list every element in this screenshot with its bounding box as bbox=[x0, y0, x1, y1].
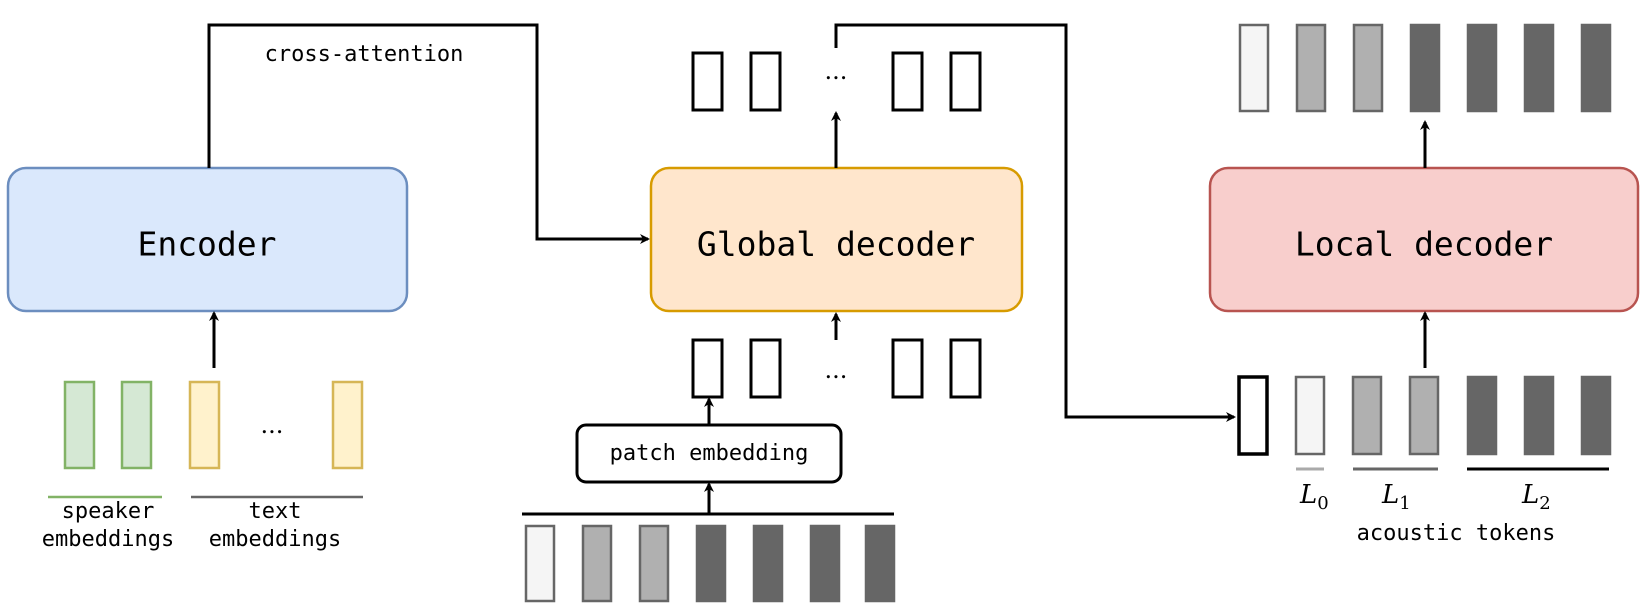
patch-embedding-label: patch embedding bbox=[610, 441, 809, 466]
L1-label: L1 bbox=[1381, 480, 1411, 514]
local-input-token-light bbox=[1294, 375, 1326, 456]
L2-label: L2 bbox=[1521, 480, 1551, 514]
global-decoder-label: Global decoder bbox=[697, 225, 975, 264]
global-input-ellipsis: ... bbox=[825, 356, 848, 384]
L0-label: L0 bbox=[1299, 480, 1329, 514]
global-input-patch bbox=[949, 338, 982, 399]
local-output-token-dark bbox=[1466, 23, 1498, 113]
speaker-embeddings-label-line2: embeddings bbox=[42, 527, 174, 552]
local-decoder-label: Local decoder bbox=[1295, 225, 1553, 264]
local-output-token-mid bbox=[1352, 23, 1384, 113]
local-input-patch-token bbox=[1237, 375, 1269, 456]
speaker-embeddings-label-line1: speaker bbox=[62, 499, 155, 524]
local-input-token-dark bbox=[1466, 375, 1498, 456]
text-embedding-token bbox=[331, 380, 364, 470]
acoustic-token-mid bbox=[638, 524, 670, 603]
acoustic-token-dark bbox=[864, 524, 896, 603]
local-output-token-light bbox=[1238, 23, 1270, 113]
text-embeddings-label-line2: embeddings bbox=[209, 527, 341, 552]
global-input-patch bbox=[691, 338, 724, 399]
local-input-token-dark bbox=[1580, 375, 1612, 456]
speaker-embedding-token bbox=[63, 380, 96, 470]
local-input-token-dark bbox=[1523, 375, 1555, 456]
acoustic-tokens-label: acoustic tokens bbox=[1357, 521, 1556, 546]
global-input-patch bbox=[891, 338, 924, 399]
local-output-token-dark bbox=[1409, 23, 1441, 113]
local-input-token-mid bbox=[1351, 375, 1383, 456]
local-output-token-dark bbox=[1523, 23, 1555, 113]
local-input-token-mid bbox=[1408, 375, 1440, 456]
encoder-label: Encoder bbox=[137, 225, 276, 264]
text-embedding-token bbox=[188, 380, 221, 470]
speaker-embedding-token bbox=[120, 380, 153, 470]
text-embedding-ellipsis: ... bbox=[261, 411, 284, 439]
global-output-patch bbox=[691, 51, 724, 112]
acoustic-token-light bbox=[524, 524, 556, 603]
global-output-ellipsis: ... bbox=[825, 57, 848, 85]
local-output-token-mid bbox=[1295, 23, 1327, 113]
acoustic-token-mid bbox=[581, 524, 613, 603]
acoustic-token-dark bbox=[752, 524, 784, 603]
cross-attention-arrow bbox=[207, 23, 650, 244]
global-to-local-arrow bbox=[834, 23, 1236, 422]
acoustic-token-dark bbox=[695, 524, 727, 603]
global-input-patch bbox=[749, 338, 782, 399]
global-output-patch bbox=[749, 51, 782, 112]
text-embeddings-label-line1: text bbox=[249, 499, 302, 524]
local-output-token-dark bbox=[1580, 23, 1612, 113]
cross-attention-label: cross-attention bbox=[265, 42, 464, 67]
acoustic-token-dark bbox=[809, 524, 841, 603]
global-output-patch bbox=[891, 51, 924, 112]
global-output-patch bbox=[949, 51, 982, 112]
